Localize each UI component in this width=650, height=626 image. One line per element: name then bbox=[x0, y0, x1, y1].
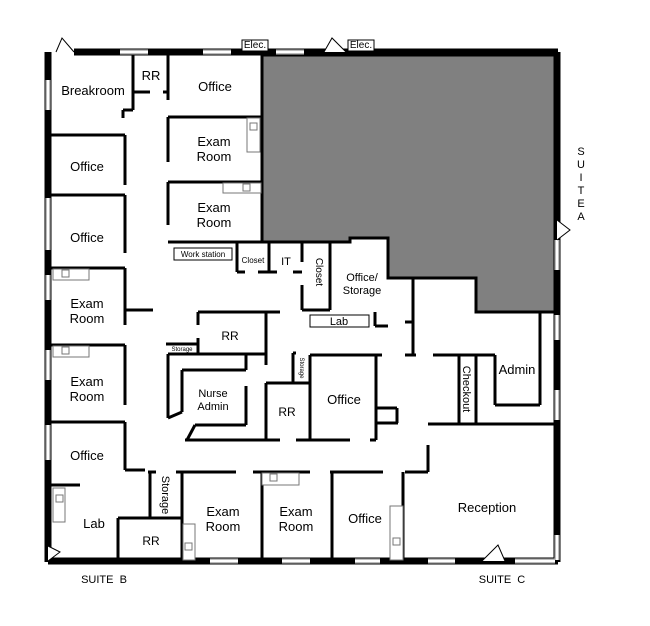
room-exam[interactable]: Room bbox=[70, 311, 105, 326]
door-suite-a[interactable] bbox=[556, 219, 571, 241]
svg-text:T: T bbox=[578, 185, 585, 197]
door-suite-b[interactable] bbox=[47, 545, 61, 562]
room-office-storage[interactable]: Office/ bbox=[346, 272, 379, 284]
room-rr[interactable]: RR bbox=[142, 68, 161, 83]
room-exam[interactable]: Exam bbox=[70, 374, 103, 389]
suite-c-label: SUITE C bbox=[479, 574, 526, 586]
suite-a-area bbox=[260, 53, 559, 314]
lab-counter bbox=[309, 314, 370, 328]
suite-b-label: SUITE B bbox=[81, 574, 127, 586]
room-exam[interactable]: Room bbox=[197, 149, 232, 164]
suite-a-label: S U I T E A bbox=[577, 146, 585, 223]
door-suite-c[interactable] bbox=[481, 544, 506, 562]
room-office[interactable]: Office bbox=[70, 448, 104, 463]
room-exam[interactable]: Room bbox=[70, 389, 105, 404]
room-breakroom[interactable]: Breakroom bbox=[61, 83, 125, 98]
room-exam[interactable]: Exam bbox=[206, 504, 239, 519]
room-office[interactable]: Office bbox=[327, 392, 361, 407]
room-nurse-admin[interactable]: Admin bbox=[197, 401, 228, 413]
svg-text:E: E bbox=[577, 198, 584, 210]
room-office[interactable]: Office bbox=[348, 511, 382, 526]
room-rr[interactable]: RR bbox=[278, 405, 296, 419]
room-exam[interactable]: Exam bbox=[197, 134, 230, 149]
door-top[interactable] bbox=[323, 37, 347, 53]
work-station-label: Work station bbox=[181, 250, 225, 259]
room-admin[interactable]: Admin bbox=[499, 362, 536, 377]
room-exam[interactable]: Room bbox=[197, 215, 232, 230]
svg-text:I: I bbox=[579, 172, 582, 184]
room-office[interactable]: Office bbox=[70, 230, 104, 245]
elec-label: Elec. bbox=[244, 40, 266, 51]
room-storage[interactable]: Storage bbox=[171, 347, 193, 353]
interior-walls bbox=[48, 55, 557, 561]
room-office[interactable]: Office bbox=[198, 79, 232, 94]
room-rr[interactable]: RR bbox=[221, 329, 239, 343]
elec-label: Elec. bbox=[350, 40, 372, 51]
room-checkout[interactable]: Checkout bbox=[460, 366, 472, 412]
room-nurse-admin[interactable]: Nurse bbox=[198, 388, 227, 400]
room-closet[interactable]: Closet bbox=[313, 258, 324, 287]
room-reception[interactable]: Reception bbox=[458, 500, 517, 515]
room-exam[interactable]: Exam bbox=[197, 200, 230, 215]
room-storage[interactable]: Storage bbox=[298, 357, 304, 379]
room-storage[interactable]: Storage bbox=[159, 476, 171, 515]
room-exam[interactable]: Exam bbox=[70, 296, 103, 311]
room-exam[interactable]: Room bbox=[279, 519, 314, 534]
room-exam[interactable]: Room bbox=[206, 519, 241, 534]
windows bbox=[45, 49, 560, 564]
svg-text:A: A bbox=[577, 211, 585, 223]
room-lab[interactable]: Lab bbox=[83, 516, 105, 531]
room-it[interactable]: IT bbox=[281, 256, 291, 268]
work-station-counter bbox=[173, 247, 233, 261]
room-closet[interactable]: Closet bbox=[242, 256, 265, 265]
svg-text:S: S bbox=[577, 146, 584, 158]
lab-label[interactable]: Lab bbox=[330, 316, 348, 328]
elec-box-1 bbox=[241, 39, 269, 52]
room-exam[interactable]: Exam bbox=[279, 504, 312, 519]
room-office-storage[interactable]: Storage bbox=[343, 285, 382, 297]
fixtures bbox=[52, 39, 404, 561]
room-rr[interactable]: RR bbox=[142, 534, 160, 548]
door-suite-b-top[interactable] bbox=[55, 37, 75, 53]
svg-text:U: U bbox=[577, 159, 585, 171]
room-office[interactable]: Office bbox=[70, 159, 104, 174]
elec-box-2 bbox=[347, 39, 375, 52]
